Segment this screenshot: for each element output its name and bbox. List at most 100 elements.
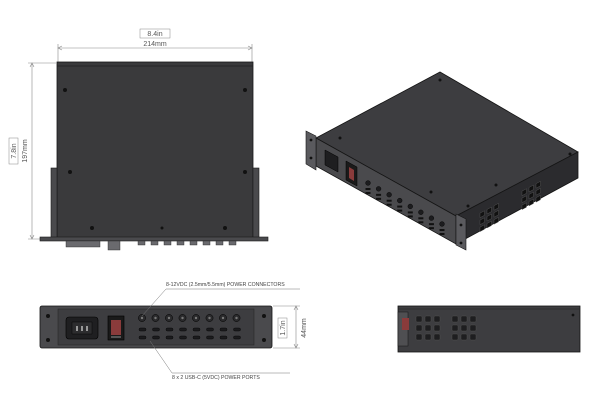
vent-slot: [451, 324, 459, 332]
usb-c-port: [165, 335, 174, 340]
iso-vent-slot: [528, 191, 534, 200]
iso-usb-port: [439, 233, 445, 235]
power-switch: [107, 315, 125, 341]
usb-c-port: [206, 327, 214, 332]
dc-connector-pin: [140, 316, 144, 320]
right-rack-ear: [252, 167, 260, 239]
iso-usb-port: [407, 215, 413, 218]
vent-slot: [424, 315, 432, 323]
dc-connector-pin: [235, 316, 238, 320]
vent-slot: [451, 315, 459, 323]
depth-mm-label: 197mm: [22, 139, 29, 163]
iso-usb-port: [428, 223, 434, 226]
iso-vent-slot: [493, 203, 499, 211]
iso-vent-slot: [521, 202, 527, 210]
vent-slot: [415, 324, 423, 332]
isometric-view: [305, 71, 579, 251]
iso-usb-port: [439, 229, 445, 231]
usb-c-port: [179, 327, 187, 332]
width-in-label: 8.4in: [147, 31, 162, 38]
iso-iec-inlet: [324, 149, 339, 173]
iso-vent-slot: [521, 195, 527, 203]
front-flange: [39, 236, 269, 242]
top-panel: [56, 61, 254, 239]
height-in-box: [277, 317, 288, 339]
iso-left-ear: [305, 130, 317, 171]
width-in-box: [139, 28, 171, 39]
vent-slot: [415, 315, 423, 323]
usb-c-port: [165, 327, 174, 332]
dc-connector-pin: [208, 316, 211, 320]
iso-right-ear: [455, 213, 467, 251]
usb-c-port: [138, 327, 147, 332]
vent-slot: [433, 333, 441, 341]
vent-slot: [424, 333, 432, 341]
iso-dc-connector: [375, 186, 382, 192]
iso-vent-slot: [479, 210, 485, 218]
iso-vent-slot: [535, 195, 541, 203]
top-view: 8.4in 214mm 7.8in 197mm: [8, 28, 269, 251]
iso-dc-connector: [397, 197, 403, 204]
iso-usb-port: [386, 199, 392, 202]
iso-usb-port: [365, 192, 371, 194]
usb-c-port: [179, 335, 187, 340]
usb-c-port: [219, 335, 228, 340]
width-mm-label: 214mm: [143, 41, 167, 48]
vent-slot: [469, 315, 477, 323]
depth-in-box: [8, 137, 19, 165]
dc-connector-pin: [194, 316, 198, 320]
usb-c-port: [138, 335, 147, 340]
vent-slot: [415, 333, 423, 341]
vent-slot: [469, 324, 477, 332]
callout-leaders: [141, 288, 300, 374]
dc-connector-pin: [154, 316, 157, 320]
vent-slot: [460, 324, 468, 332]
iso-usb-port: [386, 203, 392, 206]
iso-vent-slot: [479, 217, 485, 225]
front-view: 1.7in 44mm 8-12VDC (2.5mm/5.5mm) POWER C…: [39, 282, 308, 381]
iso-vent-slot: [493, 210, 499, 218]
usb-c-port: [192, 327, 201, 332]
iso-vent-slot: [479, 224, 485, 232]
iso-front-ports: [365, 180, 445, 235]
front-connector-stubs: [65, 240, 237, 251]
height-in-label: 1.7in: [280, 320, 287, 335]
vent-slot: [424, 324, 432, 332]
iso-vent-slot: [493, 217, 499, 225]
iso-usb-port: [418, 217, 424, 220]
iso-usb-port: [407, 211, 413, 214]
iso-dc-connector: [428, 215, 435, 221]
usb-c-port: [219, 327, 228, 332]
vent-slot: [460, 333, 468, 341]
dc-connector-pin: [181, 316, 184, 320]
iso-dc-connector: [439, 221, 445, 227]
vent-slot: [469, 333, 477, 341]
usb-port-grid: [138, 327, 241, 340]
iso-usb-port: [397, 205, 403, 208]
iso-dc-connector: [365, 180, 371, 186]
usb-port-callout: 8 x 2 USB-C (5VDC) POWER PORTS: [172, 375, 260, 381]
width-dimension: [57, 44, 253, 62]
iso-vent-slot: [521, 188, 527, 196]
side-vent-grid: [415, 315, 477, 341]
iso-usb-port: [376, 193, 382, 196]
usb-c-port: [152, 335, 160, 340]
iec-inlet: [65, 316, 99, 340]
iso-dc-connector: [418, 209, 424, 215]
usb-c-port: [206, 335, 214, 340]
dc-connector-pin: [221, 316, 225, 320]
iso-vent-slot: [486, 206, 492, 215]
iso-dc-connector: [386, 192, 392, 198]
usb-c-port: [233, 327, 241, 332]
iso-usb-port: [428, 227, 434, 230]
iso-top-screws: [338, 78, 572, 208]
side-panel: [397, 305, 581, 353]
height-dimension: [273, 305, 300, 349]
usb-c-port: [152, 327, 160, 332]
iso-vent-slot: [486, 213, 492, 222]
front-ear-holes: [46, 314, 266, 342]
iso-usb-port: [376, 197, 382, 200]
vent-slot: [451, 333, 459, 341]
iso-usb-port: [397, 209, 403, 212]
